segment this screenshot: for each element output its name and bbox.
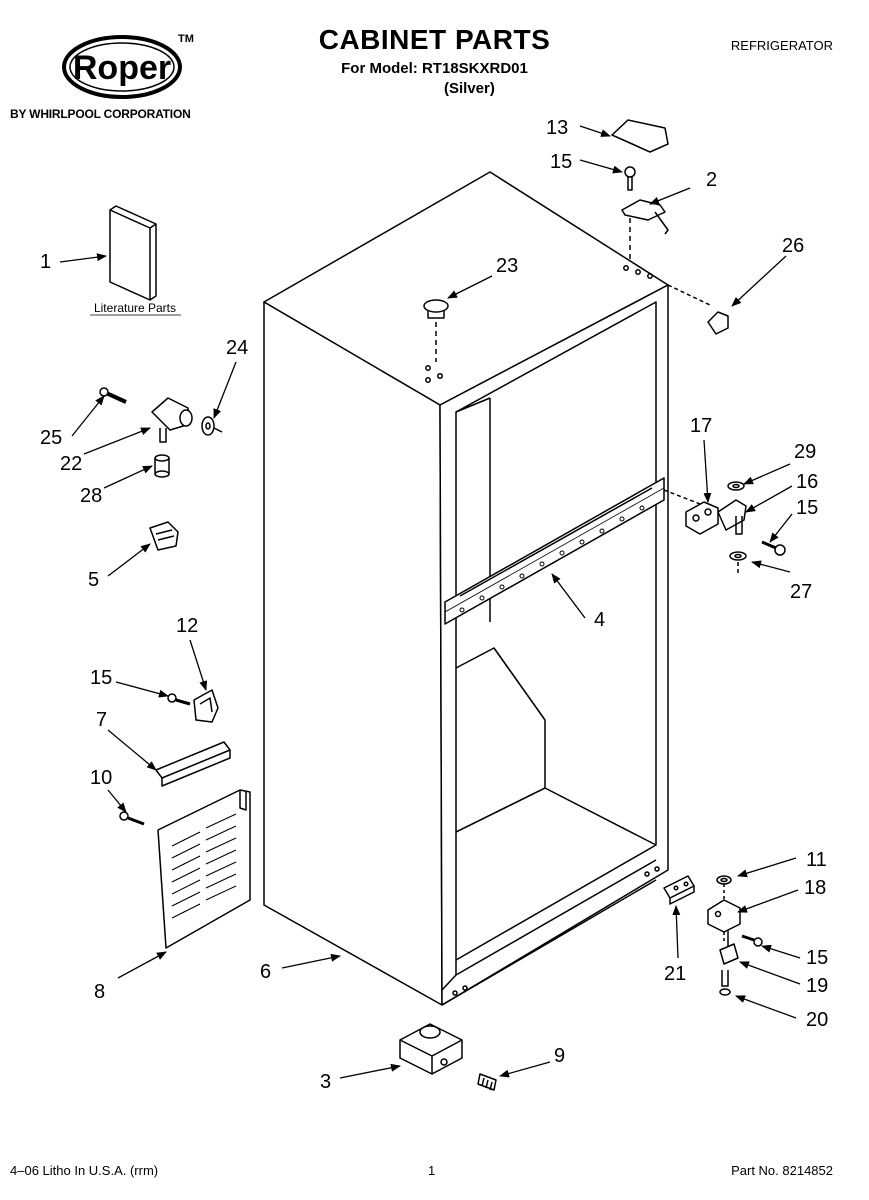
leveling-screw bbox=[477, 1073, 497, 1091]
callout-23: 23 bbox=[496, 255, 518, 277]
hinge-shim bbox=[663, 875, 695, 905]
appliance-category: REFRIGERATOR bbox=[730, 38, 833, 53]
callout-24: 24 bbox=[226, 337, 248, 359]
callout-15-bottom: 15 bbox=[806, 947, 828, 969]
callout-4: 4 bbox=[594, 609, 605, 631]
wire-clip bbox=[149, 521, 179, 551]
bottom-hinge-bracket bbox=[707, 899, 741, 944]
callout-9: 9 bbox=[554, 1045, 565, 1067]
hinge-spacer-bottom bbox=[729, 551, 747, 576]
cabinet-shell bbox=[263, 171, 669, 1006]
literature-book bbox=[109, 205, 157, 301]
top-hinge bbox=[621, 199, 669, 262]
bracket-screw bbox=[167, 693, 191, 706]
callout-6: 6 bbox=[260, 961, 271, 983]
top-hinge-cover bbox=[611, 119, 669, 153]
callout-28: 28 bbox=[80, 485, 102, 507]
rear-access-cover bbox=[157, 789, 251, 949]
door-stop-bracket bbox=[151, 397, 193, 443]
door-stop-spacer bbox=[154, 454, 170, 478]
center-hinge-screw bbox=[761, 540, 786, 556]
bottom-hinge-screw bbox=[741, 934, 763, 947]
bottom-hinge-bolt bbox=[719, 970, 731, 996]
callout-8: 8 bbox=[94, 981, 105, 1003]
toe-grille-bracket bbox=[193, 689, 219, 723]
hinge-spacer-top bbox=[727, 481, 745, 491]
center-rail bbox=[444, 477, 665, 625]
callout-13: 13 bbox=[546, 117, 568, 139]
part-number: Part No. 8214852 bbox=[731, 1163, 833, 1178]
door-stop-bolt bbox=[99, 387, 127, 404]
callout-18: 18 bbox=[804, 877, 826, 899]
roller-bracket bbox=[399, 1023, 463, 1075]
page-number: 1 bbox=[428, 1163, 436, 1178]
callout-16: 16 bbox=[796, 471, 818, 493]
callout-17: 17 bbox=[690, 415, 712, 437]
callout-11: 11 bbox=[806, 849, 827, 871]
page-title: CABINET PARTS bbox=[318, 24, 551, 55]
hinge-screw-top bbox=[624, 166, 636, 191]
model-variant: (Silver) bbox=[444, 80, 495, 97]
bottom-hinge-pin bbox=[719, 930, 739, 965]
model-line: For Model: RT18SKXRD01 bbox=[341, 60, 528, 77]
trademark-mark: TM bbox=[178, 33, 194, 45]
callout-numbers: 1 2 3 4 5 6 7 8 9 10 11 12 13 15 15 15 1… bbox=[40, 117, 828, 1093]
callout-26: 26 bbox=[782, 235, 804, 257]
brand-byline: BY WHIRLPOOL CORPORATION bbox=[10, 107, 191, 121]
bottom-hinge-washer bbox=[716, 875, 732, 900]
callout-15-top: 15 bbox=[550, 151, 572, 173]
grille-screw bbox=[119, 811, 145, 826]
callout-25: 25 bbox=[40, 427, 62, 449]
center-hinge-plate bbox=[663, 489, 719, 535]
literature-parts-label: Literature Parts bbox=[94, 301, 176, 315]
callout-15-middle: 15 bbox=[796, 497, 818, 519]
callout-7: 7 bbox=[96, 709, 107, 731]
callout-15-left: 15 bbox=[90, 667, 112, 689]
callout-5: 5 bbox=[88, 569, 99, 591]
callout-27: 27 bbox=[790, 581, 812, 603]
callout-22: 22 bbox=[60, 453, 82, 475]
callout-29: 29 bbox=[794, 441, 816, 463]
callout-2: 2 bbox=[706, 169, 717, 191]
callout-21: 21 bbox=[664, 963, 686, 985]
callout-10: 10 bbox=[90, 767, 112, 789]
callout-12: 12 bbox=[176, 615, 198, 637]
roper-logo: Roper TM bbox=[62, 33, 194, 99]
callout-3: 3 bbox=[320, 1071, 331, 1093]
center-hinge-bracket bbox=[717, 499, 747, 535]
callout-1: 1 bbox=[40, 251, 51, 273]
hinge-hole-plug bbox=[667, 284, 729, 335]
logo-wordmark: Roper bbox=[73, 49, 171, 87]
leader-lines bbox=[59, 125, 801, 1079]
top-plug-button bbox=[423, 299, 449, 362]
print-info: 4–06 Litho In U.S.A. (rrm) bbox=[10, 1163, 159, 1178]
insulation-strip bbox=[155, 741, 231, 787]
door-stop-washer bbox=[201, 416, 223, 436]
callout-19: 19 bbox=[806, 975, 828, 997]
callout-20: 20 bbox=[806, 1009, 828, 1031]
